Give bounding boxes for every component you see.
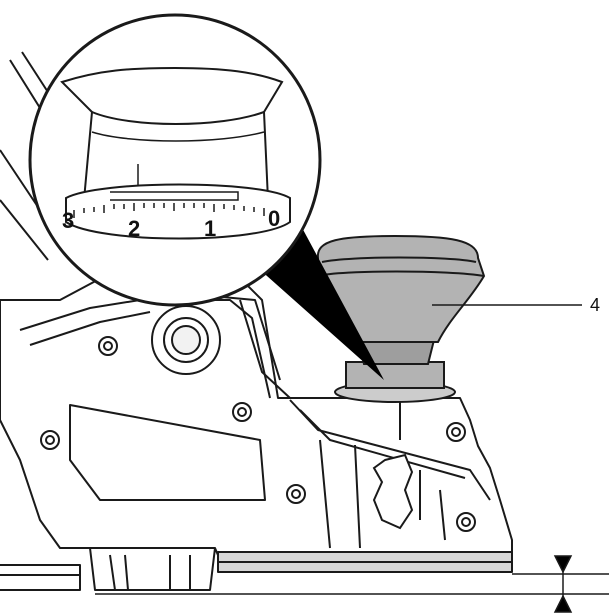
body-screws bbox=[40, 336, 476, 532]
cutting-depth-indicator bbox=[95, 555, 609, 613]
depth-adjustment-knob bbox=[316, 234, 486, 403]
star-knob bbox=[372, 453, 414, 530]
scale-number-2: 2 bbox=[128, 216, 140, 241]
scale-ring bbox=[65, 183, 291, 240]
scale-number-0: 0 bbox=[268, 206, 280, 231]
adjustment-wheel bbox=[151, 305, 221, 375]
scale-number-1: 1 bbox=[204, 216, 216, 241]
scale-ticks bbox=[73, 203, 265, 218]
scale-number-3: 3 bbox=[62, 208, 74, 233]
callout-label-4: 4 bbox=[590, 295, 600, 315]
magnifier-pointer-wedge bbox=[258, 224, 384, 380]
magnified-detail: 3 2 1 0 bbox=[28, 13, 322, 307]
